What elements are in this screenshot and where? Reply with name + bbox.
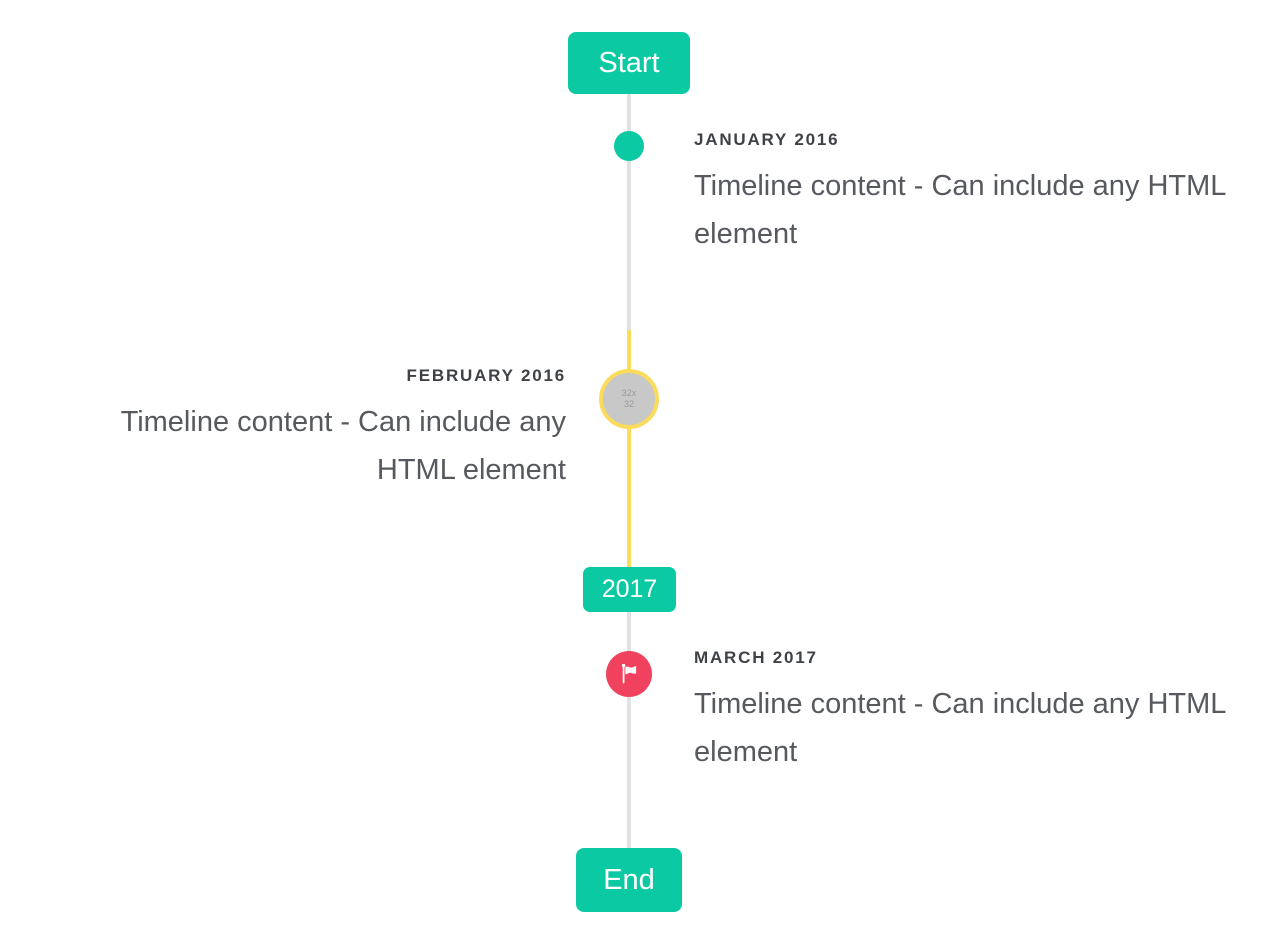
timeline-start-badge: Start bbox=[568, 32, 690, 94]
timeline-entry-january: JANUARY 2016 Timeline content - Can incl… bbox=[694, 130, 1226, 258]
timeline-line-segment-highlight bbox=[627, 330, 631, 567]
end-badge-label: End bbox=[603, 863, 655, 896]
entry-content: Timeline content - Can include any HTML … bbox=[120, 406, 566, 486]
timeline-end-badge: End bbox=[576, 848, 682, 912]
start-badge-label: Start bbox=[598, 46, 660, 79]
march-marker-flag-circle[interactable] bbox=[606, 651, 652, 697]
entry-content: Timeline content - Can include any HTML … bbox=[694, 170, 1226, 250]
flag-icon bbox=[616, 661, 642, 687]
february-marker-image-circle[interactable]: 32x32 bbox=[599, 369, 659, 429]
broken-image-placeholder-text: 32x32 bbox=[621, 388, 637, 409]
entry-content: Timeline content - Can include any HTML … bbox=[694, 688, 1226, 768]
january-marker-dot[interactable] bbox=[614, 131, 644, 161]
timeline-year-badge: 2017 bbox=[583, 567, 676, 612]
entry-month-title: JANUARY 2016 bbox=[694, 130, 840, 149]
entry-month-title: FEBRUARY 2016 bbox=[406, 366, 566, 385]
year-badge-label: 2017 bbox=[601, 575, 658, 603]
timeline-entry-march: MARCH 2017 Timeline content - Can includ… bbox=[694, 648, 1226, 776]
timeline-line-segment-bottom bbox=[627, 611, 631, 848]
timeline-line-segment-top bbox=[627, 94, 631, 330]
timeline-entry-february: FEBRUARY 2016 Timeline content - Can inc… bbox=[34, 366, 566, 494]
entry-month-title: MARCH 2017 bbox=[694, 648, 818, 667]
